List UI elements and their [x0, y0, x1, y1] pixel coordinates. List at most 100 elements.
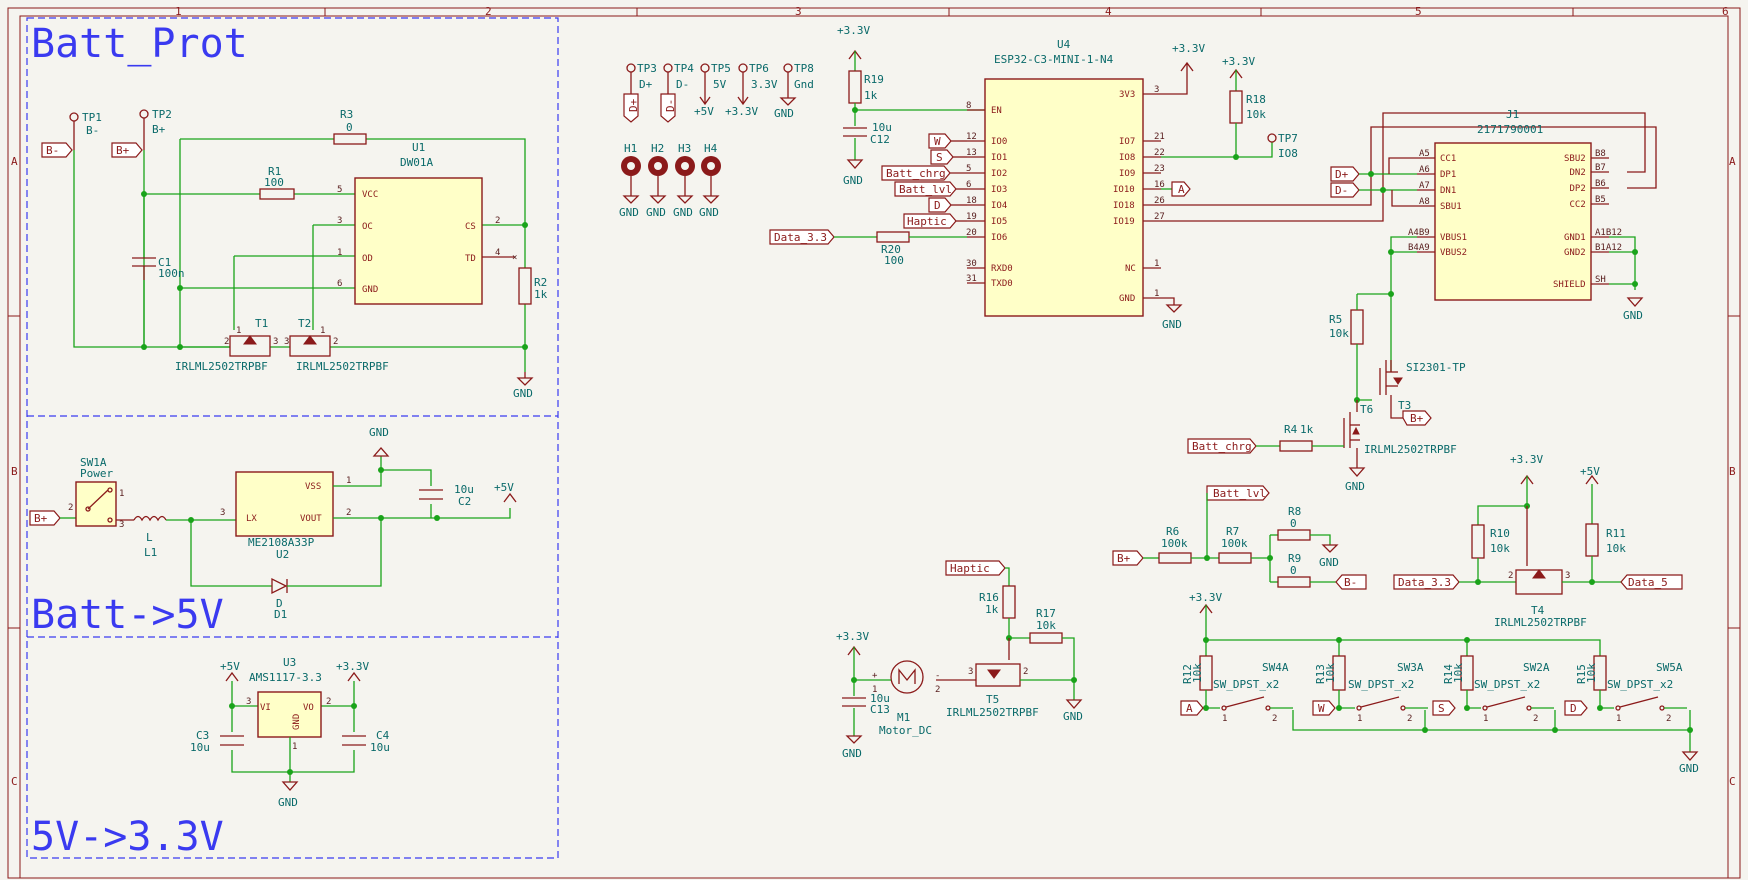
svg-text:R8: R8 [1288, 505, 1301, 518]
svg-text:B5: B5 [1595, 195, 1606, 205]
mosfet-t2[interactable]: T2 IRLML2502TRPBF 3 2 1 [284, 317, 389, 373]
svg-text:2: 2 [1407, 714, 1412, 724]
svg-text:B8: B8 [1595, 149, 1606, 159]
resistor-r4[interactable]: R4 1k [1279, 423, 1314, 452]
ic-u1-dw01a[interactable]: U1 DW01A VCC OC OD GND CS TD 5 3 1 6 2 4… [337, 141, 517, 305]
capacitor-c12[interactable]: 10u C12 [843, 121, 892, 146]
testpoint-tp8[interactable]: TP8 Gnd GND [774, 62, 814, 120]
capacitor-c1[interactable]: C1 100n [132, 256, 185, 280]
ic-u3-ams1117[interactable]: VI VO GND 3 2 1 U3 AMS1117-3.3 [246, 656, 331, 752]
mosfet-t1[interactable]: T1 IRLML2502TRPBF 2 3 1 [175, 317, 278, 373]
inductor-l1[interactable]: L L1 [133, 515, 167, 560]
resistor-r17[interactable]: R17 10k [1029, 607, 1063, 644]
svg-text:DN2: DN2 [1570, 168, 1586, 178]
resistor-r18[interactable]: R18 10k [1229, 90, 1266, 124]
svg-text:100n: 100n [158, 267, 185, 280]
testpoint-tp1[interactable]: TP1 B- [69, 111, 102, 150]
resistor-r2[interactable]: R2 1k [518, 267, 548, 305]
svg-text:10k: 10k [1585, 663, 1598, 683]
resistor-r13[interactable]: R13 10k [1314, 655, 1346, 691]
svg-text:+5V: +5V [694, 105, 714, 118]
resistor-r20[interactable]: R20 100 [876, 231, 910, 267]
svg-text:SW_DPST_x2: SW_DPST_x2 [1213, 678, 1279, 691]
testpoint-tp3[interactable]: TP3 D+ D+ [623, 62, 657, 123]
ic-u2-me2108[interactable]: LX VSS VOUT 3 1 2 ME2108A33P U2 [220, 471, 351, 561]
net-label-data5: Data_5 [1620, 574, 1683, 590]
capacitor-c4[interactable]: C4 10u [342, 729, 390, 754]
svg-text:A5: A5 [1419, 149, 1430, 159]
mounting-hole-h4[interactable]: H4 GND [699, 142, 721, 219]
svg-text:T6: T6 [1360, 403, 1373, 416]
svg-text:1k: 1k [1300, 423, 1314, 436]
svg-text:+3.3V: +3.3V [1189, 591, 1222, 604]
resistor-r10[interactable]: R10 10k [1471, 524, 1510, 559]
resistor-r15[interactable]: R15 10k [1575, 655, 1607, 691]
svg-text:U1: U1 [412, 141, 425, 154]
resistor-r12[interactable]: R12 10k [1181, 655, 1213, 691]
capacitor-c3[interactable]: C3 10u [190, 729, 244, 754]
svg-text:NC: NC [1125, 264, 1136, 274]
resistor-r1[interactable]: R1 100 [259, 165, 295, 200]
testpoint-tp4[interactable]: TP4 D- D- [660, 62, 694, 123]
svg-text:IO5: IO5 [991, 217, 1007, 227]
svg-text:DN1: DN1 [1440, 186, 1456, 196]
svg-text:GND: GND [1063, 710, 1083, 723]
resistor-r7[interactable]: R7 100k [1218, 525, 1252, 564]
svg-text:VBUS2: VBUS2 [1440, 248, 1467, 258]
svg-text:GND: GND [1345, 480, 1365, 493]
resistor-r16[interactable]: R16 1k [979, 585, 1016, 619]
power-switch-sw1a[interactable]: SW1A Power 2 1 3 [68, 456, 124, 530]
capacitor-c13[interactable]: 10u C13 [842, 692, 890, 716]
svg-text:31: 31 [966, 274, 977, 284]
svg-text:B+: B+ [34, 512, 48, 525]
svg-text:19: 19 [966, 212, 977, 222]
svg-text:GND: GND [1319, 556, 1339, 569]
resistor-r9[interactable]: R9 0 [1277, 552, 1311, 588]
svg-text:+5V: +5V [494, 481, 514, 494]
mosfet-t4[interactable]: T4 IRLML2502TRPBF 2 3 [1494, 569, 1587, 629]
capacitor-c2[interactable]: 10u C2 [419, 483, 474, 508]
ic-u4-esp32[interactable]: U4 ESP32-C3-MINI-1-N4 EN8IO012IO113IO25I… [966, 38, 1165, 317]
net-label-a-sw: A [1180, 700, 1204, 716]
svg-text:18: 18 [966, 196, 977, 206]
mounting-hole-h2[interactable]: H2 GND [646, 142, 668, 219]
mosfet-t3[interactable]: SI2301-TP T3 [1379, 360, 1466, 412]
resistor-r11[interactable]: R11 10k [1585, 523, 1626, 557]
mounting-hole-h1[interactable]: H1 GND [619, 142, 641, 219]
resistor-r19[interactable]: R19 1k [848, 70, 884, 104]
section-title-batt-5v: Batt->5V [31, 592, 224, 638]
connector-j1[interactable]: J1 2171790001 CC1A5DP1A6DN1A7SBU1A8VBUS1… [1408, 108, 1622, 301]
svg-text:IO8: IO8 [1119, 153, 1135, 163]
testpoint-tp6[interactable]: TP6 3.3V +3.3V [725, 62, 778, 118]
resistor-r6[interactable]: R6 100k [1158, 525, 1192, 564]
resistor-r14[interactable]: R14 10k [1442, 655, 1474, 691]
svg-text:+3.3V: +3.3V [725, 105, 758, 118]
svg-text:2: 2 [68, 503, 73, 513]
svg-text:TXD0: TXD0 [991, 279, 1013, 289]
testpoint-tp2[interactable]: TP2 B+ [139, 108, 172, 150]
svg-text:IRLML2502TRPBF: IRLML2502TRPBF [1494, 616, 1587, 629]
mosfet-t6[interactable]: T6 IRLML2502TRPBF [1343, 403, 1457, 456]
ldo-regulator-circuit: +5V +3.3V VI VO GND 3 2 1 U3 AMS1117-3.3 [190, 656, 390, 809]
resistor-r3[interactable]: R3 0 [333, 108, 367, 145]
testpoint-tp7[interactable]: TP7 IO8 [1267, 132, 1298, 160]
mounting-hole-h3[interactable]: H3 GND [673, 142, 695, 219]
diode-d1[interactable]: D D1 [271, 577, 288, 621]
mosfet-t5[interactable]: T5 IRLML2502TRPBF 3 2 [946, 663, 1039, 719]
svg-text:2: 2 [224, 337, 229, 347]
resistor-r8[interactable]: R8 0 [1277, 505, 1311, 541]
svg-text:100k: 100k [1161, 537, 1188, 550]
resistor-r5[interactable]: R5 10k [1329, 309, 1364, 345]
motor-m1[interactable]: M1 Motor_DC + 1 - 2 [872, 660, 940, 737]
svg-text:GND1: GND1 [1564, 233, 1586, 243]
testpoint-tp5[interactable]: TP5 5V +5V [694, 62, 731, 118]
svg-text:Haptic: Haptic [907, 215, 947, 228]
svg-text:+: + [872, 671, 878, 681]
